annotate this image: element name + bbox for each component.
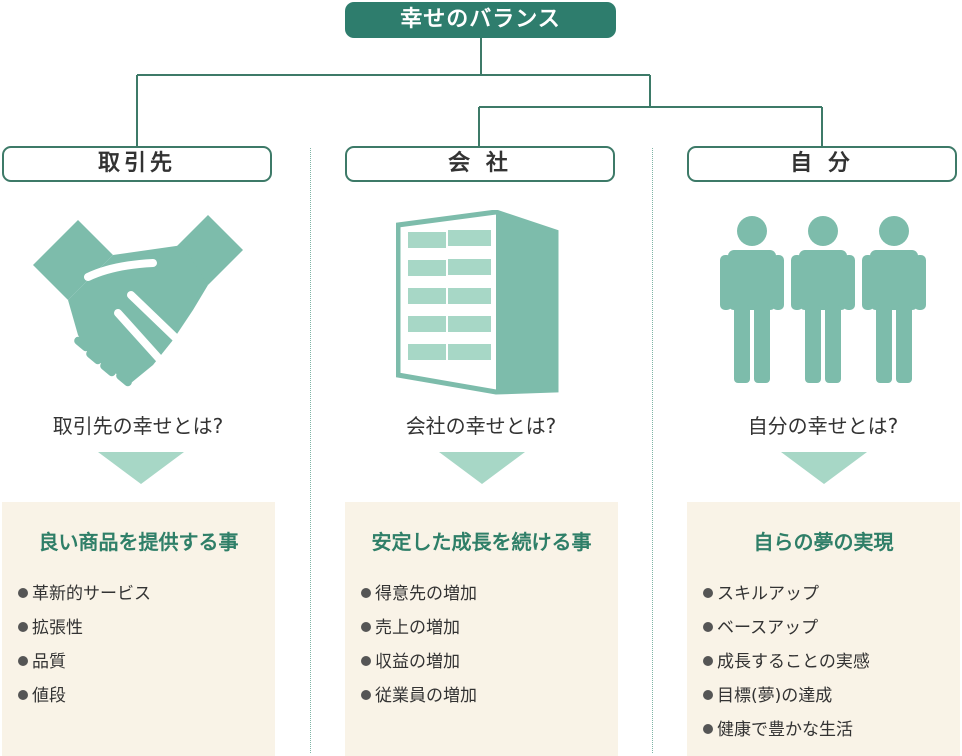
bullet-icon bbox=[361, 622, 371, 632]
list-item: 品質 bbox=[18, 645, 275, 679]
list-item: 成長することの実感 bbox=[703, 645, 960, 679]
goal-panel-self: 自らの夢の実現 スキルアップ ベースアップ 成長することの実感 目標(夢)の達成… bbox=[687, 502, 960, 756]
list-item: スキルアップ bbox=[703, 577, 960, 611]
bullet-icon bbox=[18, 588, 28, 598]
list-item: 拡張性 bbox=[18, 611, 275, 645]
goal-panel-partner: 良い商品を提供する事 革新的サービス 拡張性 品質 値段 bbox=[2, 502, 275, 756]
heading-self: 自 分 bbox=[687, 146, 957, 182]
column-separator bbox=[310, 148, 311, 753]
goal-title: 安定した成長を続ける事 bbox=[371, 530, 592, 554]
bullet-icon bbox=[18, 622, 28, 632]
building-icon bbox=[396, 210, 559, 395]
bullet-icon bbox=[18, 690, 28, 700]
down-arrow-icon bbox=[781, 452, 867, 484]
list-item: 従業員の増加 bbox=[361, 679, 618, 713]
question-self: 自分の幸せとは? bbox=[747, 414, 899, 438]
list-item: 収益の増加 bbox=[361, 645, 618, 679]
list-item: 得意先の増加 bbox=[361, 577, 618, 611]
bullet-icon bbox=[703, 622, 713, 632]
question-partner: 取引先の幸せとは? bbox=[52, 414, 224, 438]
list-item: 値段 bbox=[18, 679, 275, 713]
goal-title: 良い商品を提供する事 bbox=[38, 530, 239, 554]
question-company: 会社の幸せとは? bbox=[405, 414, 557, 438]
bullet-icon bbox=[703, 724, 713, 734]
bullet-icon bbox=[361, 588, 371, 598]
list-item: 目標(夢)の達成 bbox=[703, 679, 960, 713]
connector-lines bbox=[136, 38, 823, 146]
heading-partner: 取引先 bbox=[2, 146, 272, 182]
heading-company: 会 社 bbox=[345, 146, 615, 182]
list-item: 革新的サービス bbox=[18, 577, 275, 611]
bullet-icon bbox=[361, 656, 371, 666]
list-item: 売上の増加 bbox=[361, 611, 618, 645]
list-item: ベースアップ bbox=[703, 611, 960, 645]
bullet-icon bbox=[703, 656, 713, 666]
handshake-icon bbox=[33, 215, 243, 387]
down-arrow-icon bbox=[98, 452, 184, 484]
goal-panel-company: 安定した成長を続ける事 得意先の増加 売上の増加 収益の増加 従業員の増加 bbox=[345, 502, 618, 756]
bullet-icon bbox=[18, 656, 28, 666]
down-arrow-icon bbox=[439, 452, 525, 484]
goal-title: 自らの夢の実現 bbox=[753, 530, 894, 554]
list-item: 健康で豊かな生活 bbox=[703, 713, 960, 747]
bullet-icon bbox=[703, 690, 713, 700]
bullet-icon bbox=[703, 588, 713, 598]
diagram-title: 幸せのバランス bbox=[345, 2, 616, 38]
column-separator bbox=[652, 148, 653, 753]
bullet-icon bbox=[361, 690, 371, 700]
people-icon bbox=[720, 216, 926, 383]
